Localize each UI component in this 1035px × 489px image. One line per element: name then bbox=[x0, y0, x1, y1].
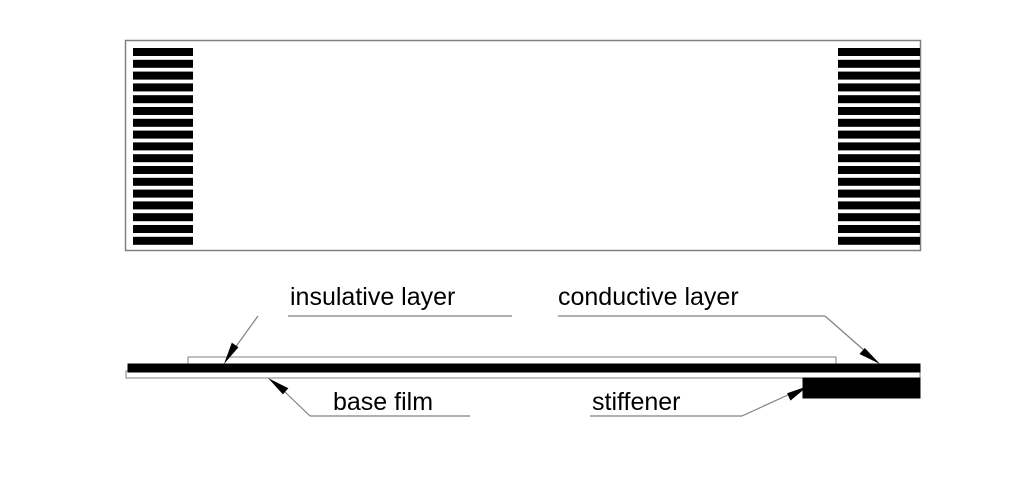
conductive-trace bbox=[133, 177, 193, 186]
cross-section-stiffener bbox=[802, 377, 921, 399]
conductive-trace bbox=[133, 189, 193, 198]
leader-line-conductive-layer bbox=[824, 315, 867, 353]
conductive-trace bbox=[133, 213, 193, 222]
conductive-trace bbox=[133, 166, 193, 174]
conductive-trace bbox=[838, 48, 920, 56]
conductive-trace bbox=[133, 130, 193, 139]
label-stiffener: stiffener bbox=[592, 388, 680, 416]
leader-arrowhead-insulative-layer bbox=[224, 342, 239, 364]
conductive-trace bbox=[838, 142, 920, 151]
leader-line-stiffener bbox=[741, 393, 791, 417]
conductive-trace bbox=[133, 107, 193, 115]
callout-insulative-layer: insulative layer bbox=[224, 283, 512, 364]
conductive-trace bbox=[838, 130, 920, 139]
conductive-trace bbox=[838, 213, 920, 222]
conductive-trace bbox=[133, 59, 193, 68]
leader-arrowhead-base-film bbox=[268, 378, 289, 395]
leader-arrowhead-stiffener bbox=[787, 386, 808, 401]
cross-section-group bbox=[125, 356, 921, 399]
conductive-trace bbox=[838, 83, 920, 92]
conductive-trace bbox=[838, 236, 920, 245]
conductive-trace bbox=[838, 154, 920, 163]
leader-arrowhead-conductive-layer bbox=[859, 347, 880, 364]
conductive-trace bbox=[838, 166, 920, 174]
conductive-trace bbox=[133, 201, 193, 210]
label-insulative-layer: insulative layer bbox=[290, 283, 455, 311]
plan-view-outline bbox=[124, 39, 922, 252]
cross-section-conductive-layer bbox=[127, 363, 921, 373]
label-group: insulative layer conductive layer base fil… bbox=[224, 283, 880, 417]
conductive-trace bbox=[133, 71, 193, 80]
conductive-trace bbox=[133, 225, 193, 233]
conductive-trace bbox=[133, 142, 193, 151]
leader-line-base-film bbox=[284, 391, 311, 417]
conductive-trace bbox=[838, 59, 920, 68]
conductive-trace bbox=[838, 225, 920, 233]
conductive-trace bbox=[133, 154, 193, 163]
conductive-trace bbox=[133, 83, 193, 92]
conductive-traces-left bbox=[133, 48, 193, 245]
callout-stiffener: stiffener bbox=[590, 386, 808, 417]
callout-base-film: base film bbox=[268, 378, 470, 417]
conductive-trace bbox=[838, 107, 920, 115]
conductive-trace bbox=[133, 118, 193, 127]
conductive-trace bbox=[838, 201, 920, 210]
conductive-trace bbox=[133, 236, 193, 245]
conductive-trace bbox=[838, 118, 920, 127]
label-base-film: base film bbox=[333, 388, 433, 416]
conductive-trace bbox=[133, 95, 193, 104]
conductive-trace bbox=[838, 189, 920, 198]
label-conductive-layer: conductive layer bbox=[558, 283, 739, 311]
callout-conductive-layer: conductive layer bbox=[558, 283, 880, 364]
conductive-trace bbox=[133, 48, 193, 56]
conductive-trace bbox=[838, 177, 920, 186]
conductive-trace bbox=[838, 95, 920, 104]
conductive-traces-right bbox=[838, 48, 920, 245]
plan-view-group bbox=[124, 39, 922, 252]
conductive-trace bbox=[838, 71, 920, 80]
